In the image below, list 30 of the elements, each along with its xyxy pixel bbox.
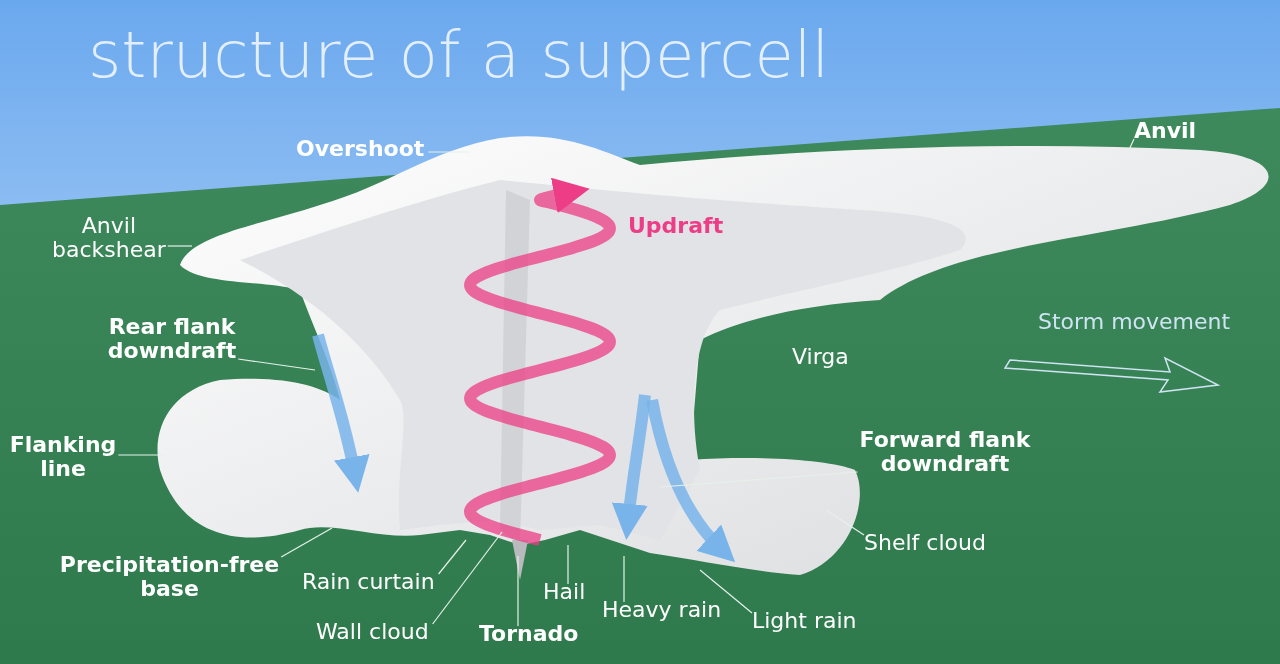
leader-line [699, 569, 753, 614]
callout-label: Forward flank downdraft [857, 428, 1033, 476]
callout-label: Light rain [752, 609, 861, 633]
cloud-label: Virga [792, 345, 849, 369]
leader-line [438, 539, 467, 575]
direction-label: Storm movement [1038, 310, 1231, 334]
updraft-label: Updraft [628, 214, 724, 238]
leader-line [280, 527, 333, 558]
callout-label: Anvil [1134, 119, 1201, 143]
leader-line [167, 245, 193, 247]
title: structure of a supercell [88, 18, 830, 92]
leader-line [237, 358, 316, 371]
callout-label: Rear flank downdraft [105, 315, 239, 363]
callout-label: Anvil backshear [50, 214, 168, 262]
callout-label: Hail [543, 580, 590, 604]
callout-label: Overshoot [296, 137, 429, 161]
callout-label: Tornado [479, 622, 583, 646]
callout-label: Wall cloud [316, 620, 433, 644]
callout-label: Flanking line [7, 433, 119, 481]
callout-label: Heavy rain [602, 598, 726, 622]
leader-line [623, 555, 625, 603]
leader-line [567, 544, 569, 585]
leader-line [117, 454, 167, 456]
callout-label: Precipitation-free base [57, 553, 282, 601]
callout-label: Shelf cloud [864, 531, 990, 555]
leader-line [1121, 138, 1135, 166]
callout-label: Rain curtain [302, 570, 439, 594]
leader-line [432, 531, 503, 625]
leader-line [427, 151, 471, 153]
leader-line [517, 555, 519, 627]
